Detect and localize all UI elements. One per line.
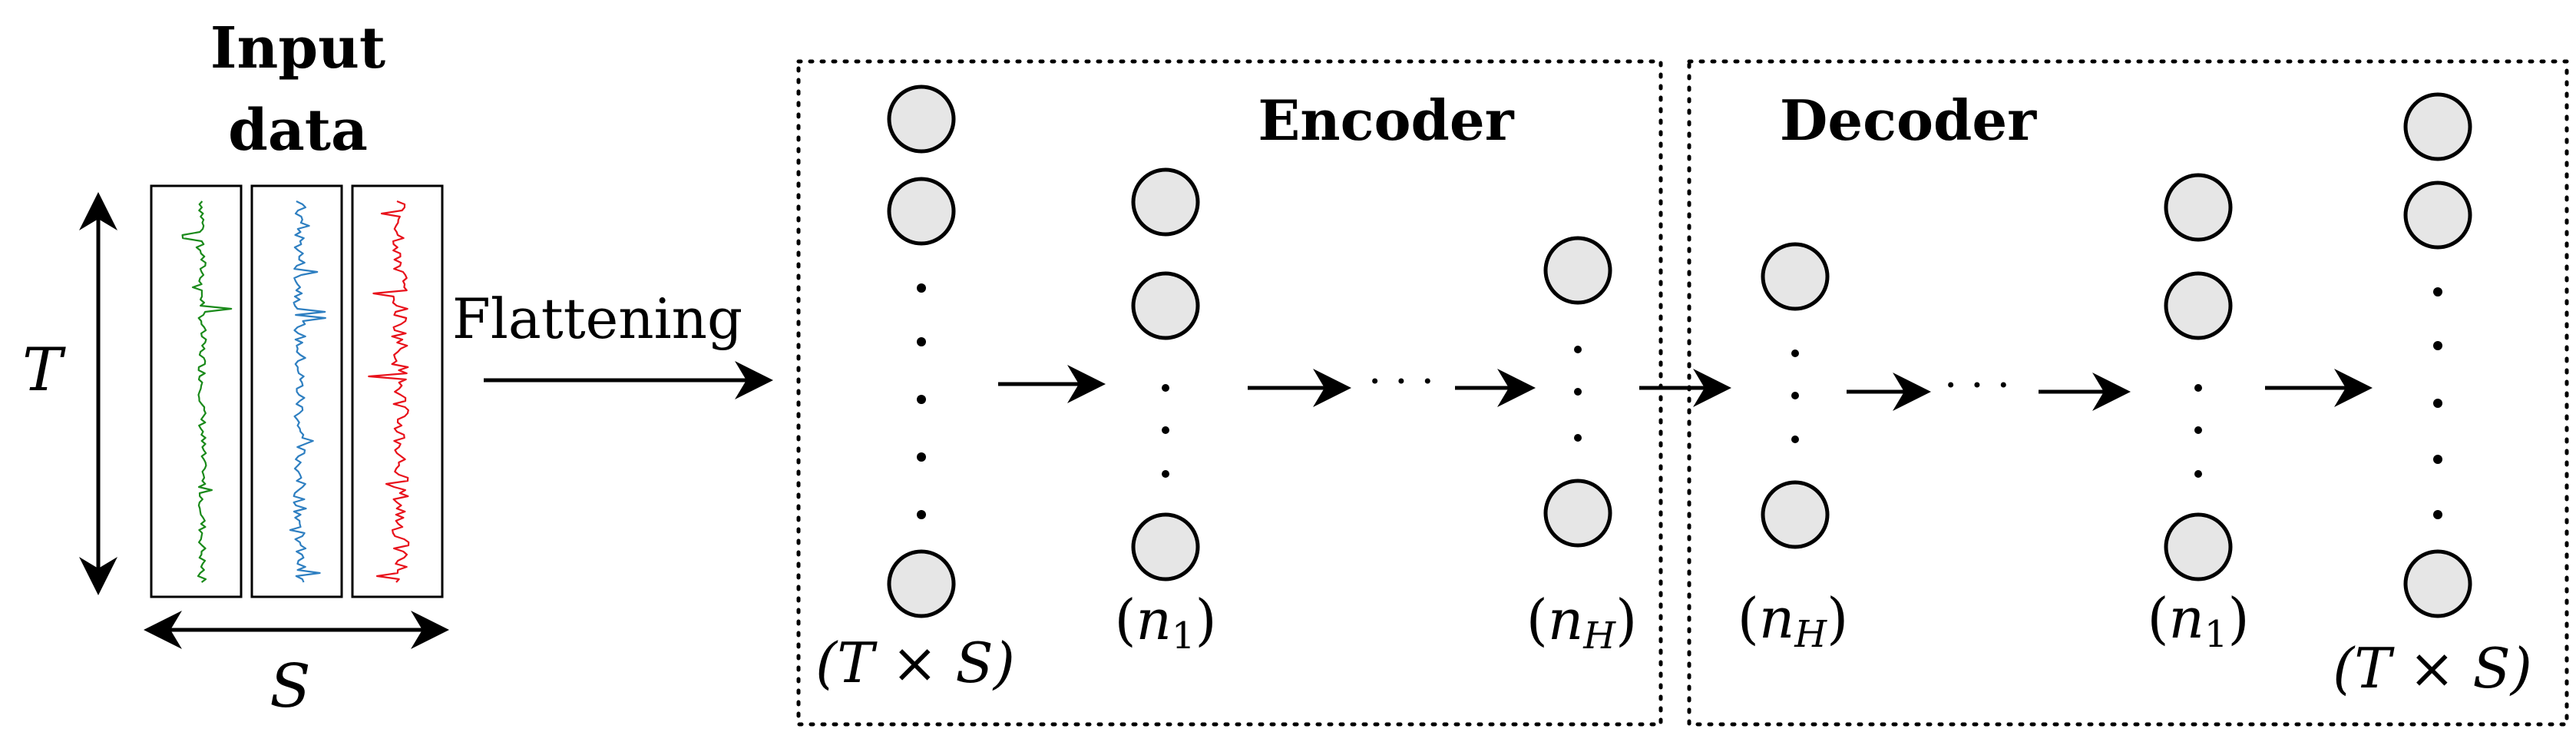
- ellipsis-dot: [2433, 455, 2442, 464]
- circle-node-icon: [2403, 549, 2472, 618]
- circle-node-icon: [1543, 479, 1612, 548]
- circle-node-icon: [2164, 512, 2233, 581]
- circle-node-icon: [887, 549, 956, 618]
- series-line-red: [368, 200, 410, 583]
- encoder-block: Encoder (T × S) (n1) · · · (nH): [796, 59, 1663, 727]
- circle-node-icon: [2403, 181, 2472, 250]
- ellipsis-dot: [1574, 346, 1582, 353]
- ellipsis-dot: [917, 510, 926, 519]
- ellipsis-dot: [2433, 287, 2442, 296]
- input-title-line2: data: [228, 98, 368, 164]
- ellipsis-dot: [917, 452, 926, 462]
- decoder-title: Decoder: [1780, 88, 2037, 153]
- series-line-blue: [289, 200, 326, 583]
- circle-node-icon: [887, 177, 956, 246]
- ellipsis-dot: [2433, 399, 2442, 408]
- series-axis-label: S: [270, 652, 310, 721]
- circle-node-icon: [1131, 167, 1200, 237]
- ellipsis-dot: [2194, 384, 2202, 392]
- circle-node-icon: [1761, 480, 1830, 549]
- encoder-title: Encoder: [1258, 88, 1514, 153]
- ellipsis-dot: [1791, 349, 1799, 357]
- input-title-line1: Input: [210, 15, 385, 81]
- input-data-panel: Input data T S: [22, 15, 449, 721]
- circle-node-icon: [1543, 236, 1612, 305]
- encoder-input-size-label: (T × S): [815, 631, 1015, 695]
- encoder-latent-label: (nH): [1526, 588, 1637, 658]
- ellipsis-dot: [917, 395, 926, 404]
- circle-node-icon: [2164, 271, 2233, 340]
- circle-node-icon: [2164, 173, 2233, 242]
- ellipsis-dot: [2194, 470, 2202, 478]
- ellipsis-dot: [1162, 384, 1169, 392]
- ellipsis-dot: [1574, 388, 1582, 396]
- circle-node-icon: [1131, 512, 1200, 581]
- ellipsis-dot: [1791, 392, 1799, 399]
- decoder-latent-label: (nH): [1738, 586, 1848, 656]
- ellipsis-dot: [1791, 436, 1799, 443]
- ellipsis-dot: [917, 283, 926, 293]
- decoder-block: Decoder (nH) · · · (n1) (T × S): [1639, 59, 2569, 727]
- series-line-green: [181, 200, 233, 583]
- ellipsis-dot: [2194, 426, 2202, 434]
- encoder-first-hidden-label: (n1): [1114, 588, 1216, 658]
- flattening-label: Flattening: [452, 287, 742, 351]
- ellipsis-dot: [917, 337, 926, 346]
- circle-node-icon: [887, 84, 956, 154]
- time-axis-label: T: [22, 336, 66, 405]
- ellipsis-dot: [2433, 510, 2442, 519]
- encoder-box: [796, 59, 1663, 727]
- decoder-output-size-label: (T × S): [2333, 636, 2532, 701]
- ellipsis-dot: [1162, 470, 1169, 478]
- decoder-ellipsis: · · ·: [1944, 361, 2010, 409]
- circle-node-icon: [1131, 271, 1200, 340]
- decoder-box: [1687, 59, 2569, 727]
- series-frame-1: [150, 184, 243, 598]
- circle-node-icon: [1761, 242, 1830, 311]
- ellipsis-dot: [2433, 341, 2442, 350]
- encoder-ellipsis: · · ·: [1368, 357, 1434, 406]
- decoder-last-hidden-label: (n1): [2147, 586, 2249, 656]
- circle-node-icon: [2403, 92, 2472, 161]
- ellipsis-dot: [1574, 434, 1582, 442]
- ellipsis-dot: [1162, 426, 1169, 434]
